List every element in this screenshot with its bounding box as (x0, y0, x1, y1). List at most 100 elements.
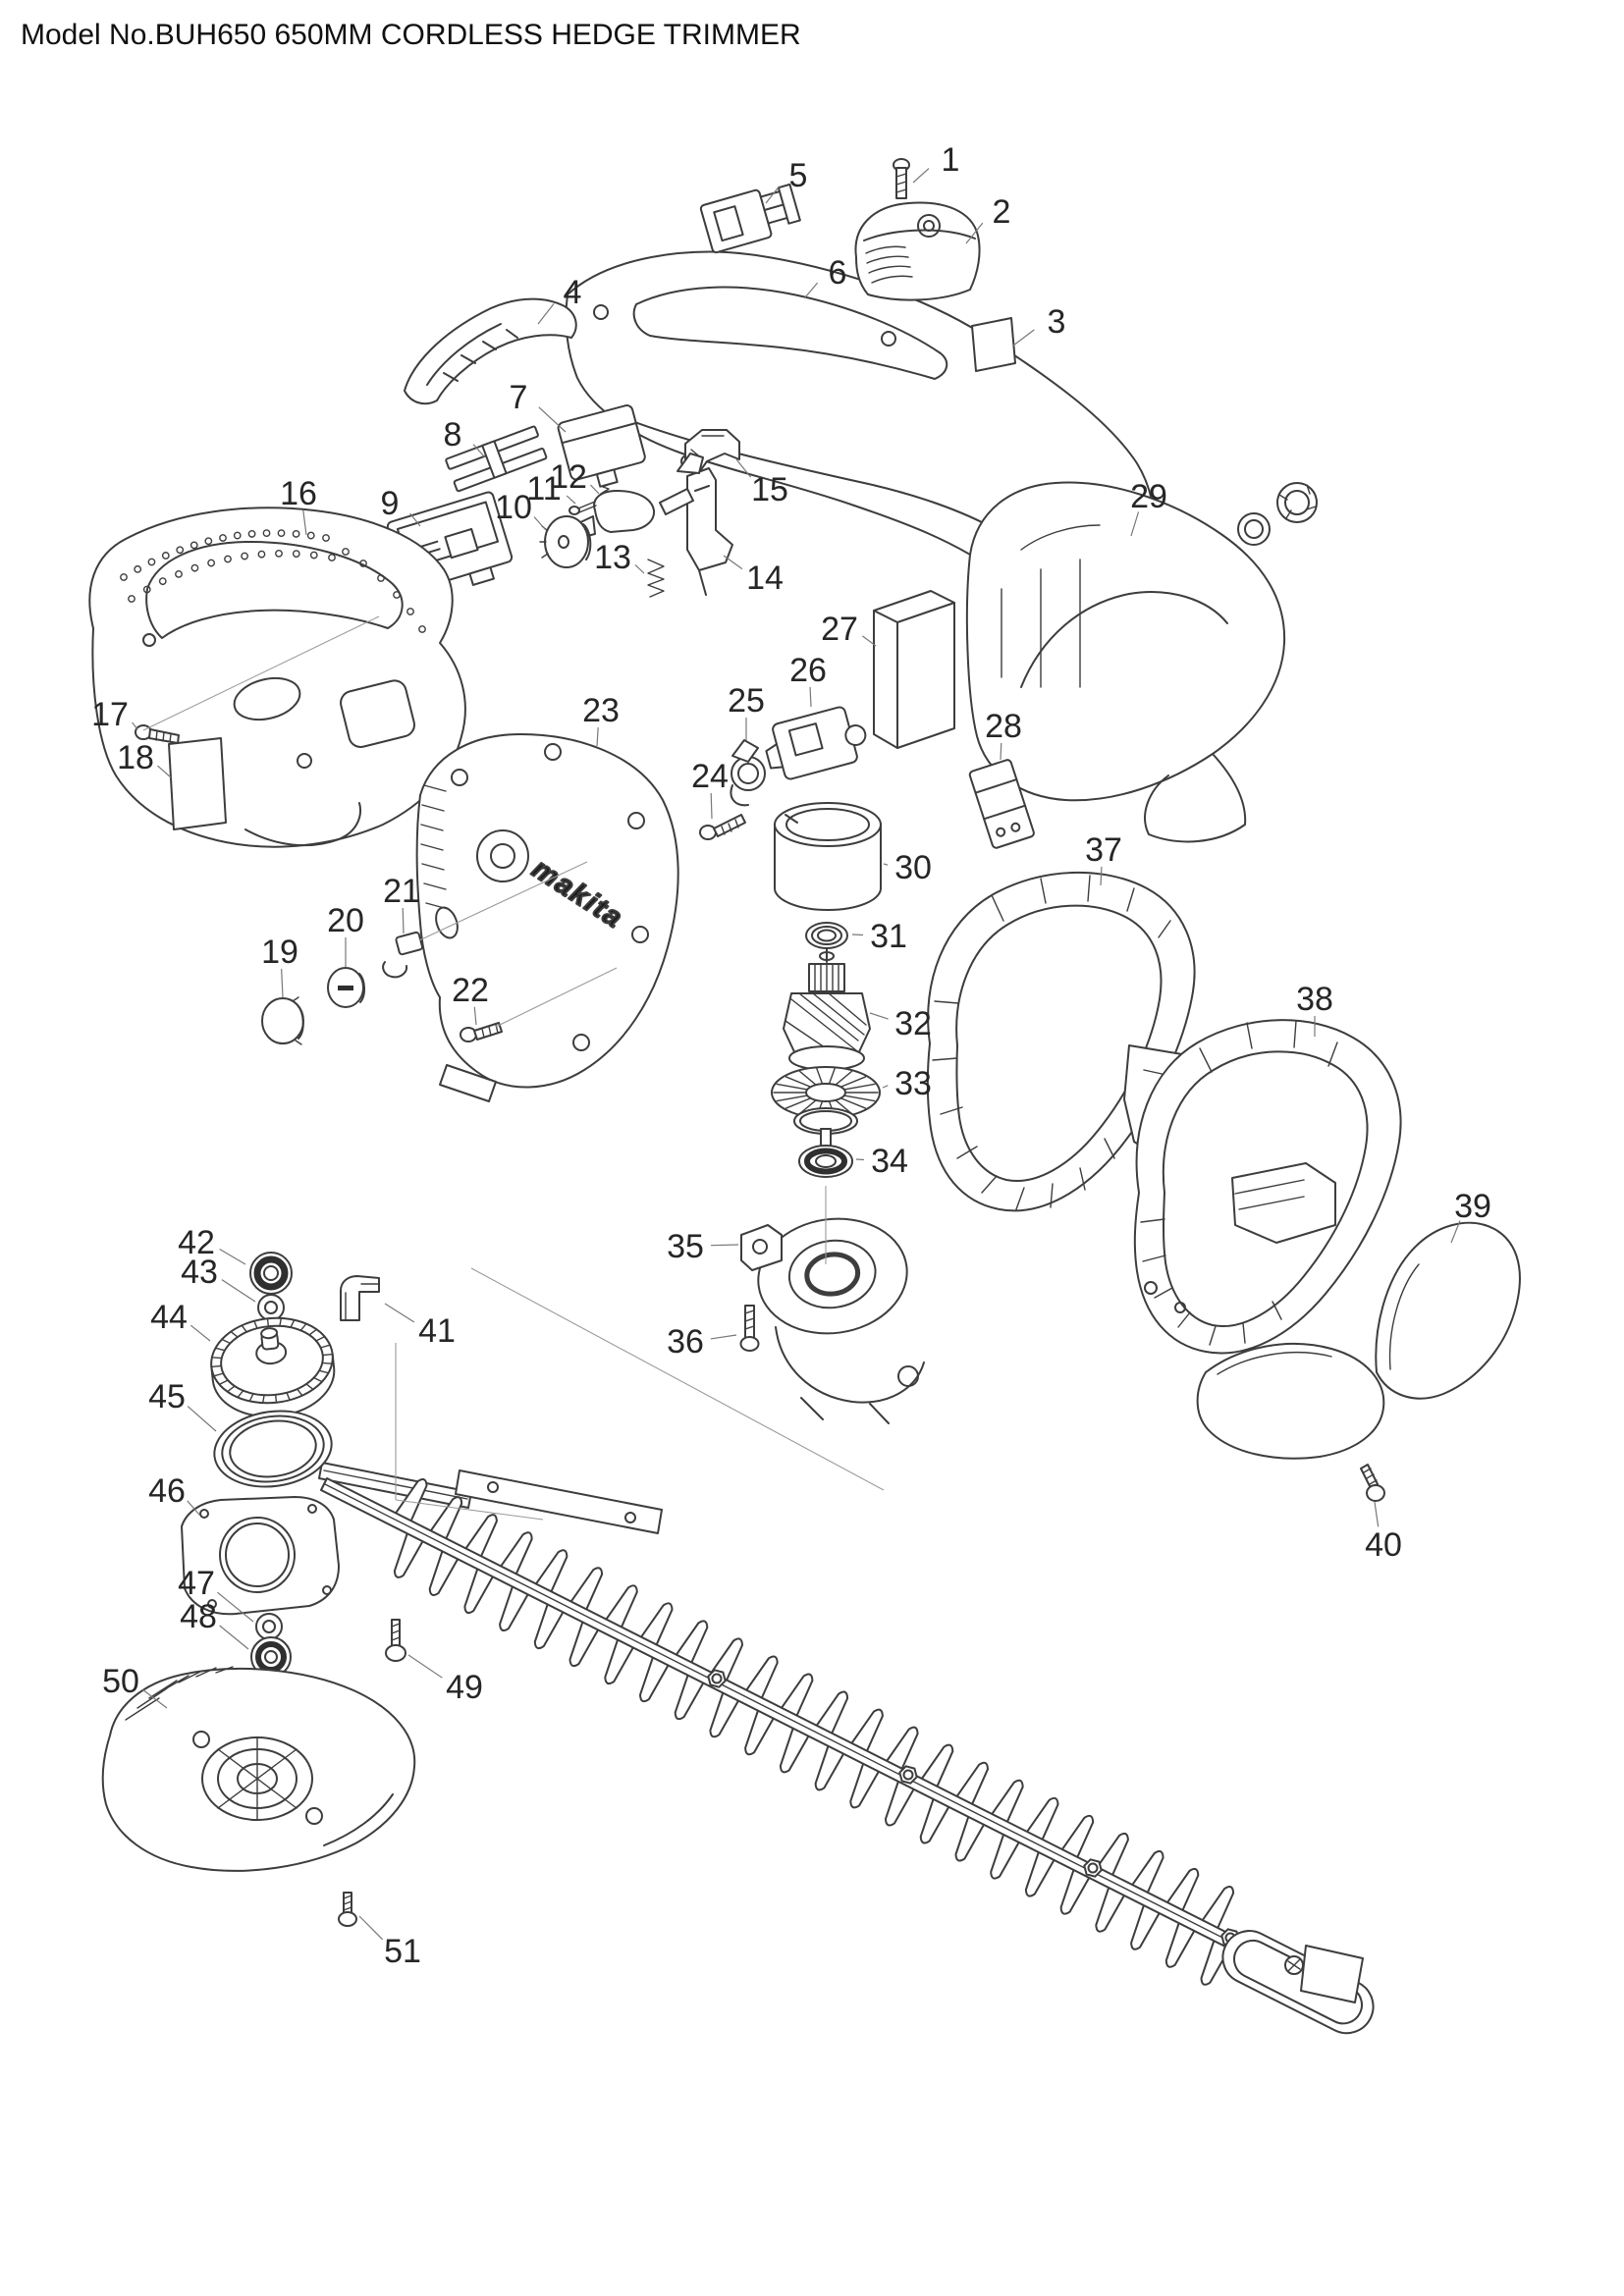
leader-line-4 (537, 302, 555, 325)
callout-24: 24 (691, 758, 729, 795)
part-37-loop-handle-front (926, 871, 1307, 1212)
callout-49: 49 (446, 1669, 483, 1706)
callout-33: 33 (894, 1065, 932, 1102)
callout-44: 44 (150, 1299, 188, 1336)
callout-9: 9 (381, 485, 400, 522)
leader-line-39 (1450, 1220, 1461, 1244)
callout-41: 41 (418, 1312, 456, 1350)
leader-line-18 (157, 765, 172, 778)
part-30-motor-liner (774, 802, 882, 911)
part-8-bracket (445, 425, 548, 493)
part-10-dial (539, 515, 592, 568)
callout-48: 48 (180, 1598, 217, 1635)
leader-line-32 (869, 1012, 889, 1020)
blade-teeth (393, 1478, 1235, 1986)
part-39-hand-guard (1375, 1221, 1521, 1400)
callout-6: 6 (829, 254, 847, 292)
part-49-screw (385, 1619, 406, 1662)
leader-line-31 (851, 934, 864, 936)
leader-line-46 (187, 1500, 200, 1516)
part-22-screw (460, 1022, 503, 1042)
callout-36: 36 (667, 1323, 704, 1361)
part-47-washer (255, 1613, 283, 1640)
leader-line-19 (281, 968, 284, 998)
callout-23: 23 (582, 692, 620, 729)
callout-17: 17 (91, 696, 129, 733)
callout-3: 3 (1048, 303, 1066, 341)
leader-line-8 (472, 444, 486, 458)
callout-34: 34 (871, 1143, 908, 1180)
part-11-screw-small (568, 501, 597, 515)
leader-line-15 (735, 458, 751, 478)
callout-16: 16 (280, 475, 317, 512)
callout-37: 37 (1085, 831, 1122, 869)
callout-32: 32 (894, 1005, 932, 1042)
handle-base-shell (1196, 1343, 1385, 1460)
leader-line-11 (566, 495, 576, 505)
callout-22: 22 (452, 972, 489, 1009)
leader-line-9 (409, 512, 421, 527)
part-50-bottom-cover (101, 1666, 416, 1872)
leader-line-37 (1100, 866, 1103, 886)
part-7-holder-box (557, 404, 646, 488)
callout-19: 19 (261, 934, 298, 971)
part-3-label (971, 317, 1016, 372)
part-21-pin-clip (382, 931, 423, 979)
leader-line-36 (710, 1334, 737, 1340)
leader-line-24 (710, 792, 713, 820)
part-2-motor-cover (854, 201, 981, 301)
blade-nuts (707, 1669, 1240, 1948)
callout-43: 43 (181, 1254, 218, 1291)
leader-line-35 (710, 1244, 739, 1247)
part-16-left-housing (88, 507, 466, 848)
leader-line-17 (132, 721, 138, 730)
callout-38: 38 (1296, 981, 1333, 1018)
leader-line-29 (1130, 511, 1140, 537)
part-32-armature (783, 947, 871, 1071)
leader-line-23 (596, 726, 599, 747)
leader-line-7 (538, 406, 567, 433)
leader-line-43 (221, 1279, 256, 1303)
part-42-bearing (249, 1252, 293, 1295)
leader-line-1 (912, 168, 930, 184)
leader-line-44 (189, 1324, 211, 1342)
callout-14: 14 (746, 560, 784, 597)
part-23-gear-housing-cover: makita (415, 733, 679, 1102)
callout-12: 12 (550, 458, 587, 496)
leader-line-22 (473, 1006, 477, 1026)
leader-line-10 (533, 516, 547, 531)
part-5-switch (699, 183, 801, 254)
part-19-cap (261, 996, 304, 1045)
leader-line-26 (809, 686, 812, 708)
callout-47: 47 (178, 1565, 215, 1602)
callout-46: 46 (148, 1472, 186, 1510)
part-27-controller (873, 590, 955, 749)
part-18-label (168, 737, 227, 830)
callout-42: 42 (178, 1224, 215, 1261)
callout-13: 13 (594, 539, 631, 576)
part-41-clamp (340, 1275, 380, 1321)
callout-21: 21 (383, 873, 420, 910)
callout-15: 15 (751, 471, 788, 508)
callout-7: 7 (510, 379, 528, 416)
part-25-bearing-retainer (730, 739, 766, 807)
leader-line-13 (634, 564, 645, 574)
callout-29: 29 (1130, 478, 1167, 515)
leader-line-12 (590, 484, 600, 495)
part-29-rear-housing-right (965, 481, 1318, 843)
fan-spokes (773, 1067, 879, 1118)
leader-line-42 (219, 1249, 246, 1265)
part-46-base-plate (181, 1496, 340, 1616)
part-35-crank-housing (740, 1217, 925, 1424)
callout-27: 27 (821, 611, 858, 648)
callout-20: 20 (327, 902, 364, 939)
callout-50: 50 (102, 1663, 139, 1700)
callout-5: 5 (789, 157, 808, 194)
callout-2: 2 (993, 193, 1011, 231)
leader-line-45 (187, 1406, 217, 1432)
callout-40: 40 (1365, 1526, 1402, 1564)
leader-line-40 (1374, 1501, 1380, 1527)
leader-line-50 (141, 1688, 168, 1709)
